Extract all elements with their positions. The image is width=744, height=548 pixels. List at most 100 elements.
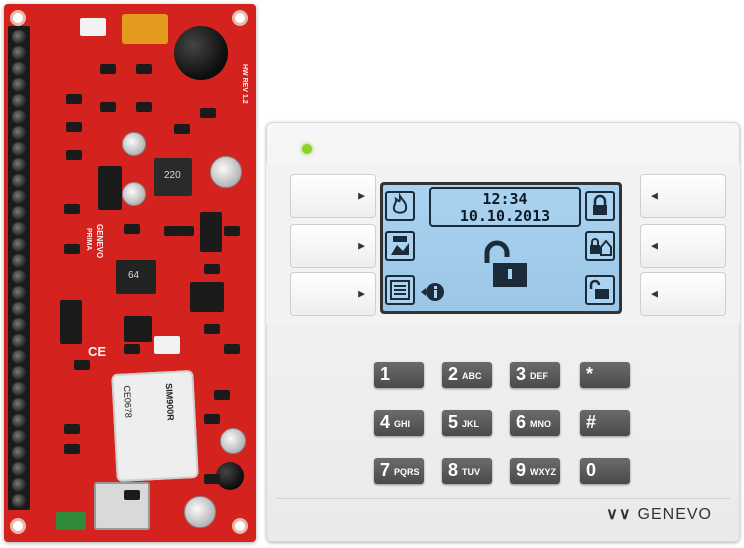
key-1[interactable]: 1 xyxy=(374,362,424,388)
key-digit: 8 xyxy=(448,460,459,480)
smd-component xyxy=(200,108,216,118)
lcd-date: 10.10.2013 xyxy=(459,207,551,225)
ic-chip xyxy=(60,300,82,344)
smd-component xyxy=(74,360,90,370)
inductor-label: 220 xyxy=(164,170,181,181)
left-arrow-icon: ◀ xyxy=(651,240,658,251)
chip-label: 64 xyxy=(128,270,140,281)
header-connector xyxy=(98,166,122,210)
unlock-box-icon xyxy=(585,275,615,305)
left-arrow-icon: ◀ xyxy=(651,190,658,201)
key-star[interactable]: * xyxy=(580,362,630,388)
key-letters: PQRS xyxy=(394,467,420,477)
right-arrow-icon: ▶ xyxy=(358,288,365,299)
terminal-screw xyxy=(12,206,26,220)
terminal-screw xyxy=(12,190,26,204)
smd-component xyxy=(204,414,220,424)
alarm-control-board: 220 64 GENEVO PRIMA HW REV 1.2 CE SIM900… xyxy=(4,4,256,542)
key-digit: 1 xyxy=(380,364,391,384)
terminal-screw xyxy=(12,270,26,284)
smd-component xyxy=(66,150,82,160)
key-hash[interactable]: # xyxy=(580,410,630,436)
key-digit: 4 xyxy=(380,412,391,432)
smd-component xyxy=(214,390,230,400)
key-digit: 0 xyxy=(586,460,597,480)
key-0[interactable]: 0 xyxy=(580,458,630,484)
terminal-screw xyxy=(12,430,26,444)
terminal-screw xyxy=(12,222,26,236)
terminal-screw xyxy=(12,334,26,348)
ce-mark: CE xyxy=(88,344,107,359)
gsm-module-label: SIM900R xyxy=(163,382,176,421)
key-digit: 5 xyxy=(448,412,459,432)
yellow-relay xyxy=(122,14,168,44)
smd-component xyxy=(66,122,82,132)
terminal-screw xyxy=(12,238,26,252)
smd-component xyxy=(178,226,194,236)
large-capacitor xyxy=(174,26,228,80)
smd-component xyxy=(204,474,220,484)
key-letters: TUV xyxy=(462,467,480,477)
smd-component xyxy=(224,344,240,354)
right-soft-key-2[interactable]: ◀ xyxy=(640,224,726,268)
key-digit: # xyxy=(586,412,597,432)
key-digit: 9 xyxy=(516,460,527,480)
left-soft-key-2[interactable]: ▶ xyxy=(290,224,376,268)
alarm-keypad: ▶ ▶ ▶ ◀ ◀ ◀ 12:34 10.10.2013 xyxy=(266,122,740,542)
mounting-hole xyxy=(232,10,248,26)
status-led xyxy=(302,144,312,154)
terminal-screw xyxy=(12,462,26,476)
terminal-screw xyxy=(12,46,26,60)
key-letters: JKL xyxy=(462,419,480,429)
brand-print: GENEVO xyxy=(95,224,104,259)
key-letters: DEF xyxy=(530,371,548,381)
left-soft-key-3[interactable]: ▶ xyxy=(290,272,376,316)
terminal-screw xyxy=(12,254,26,268)
terminal-screw xyxy=(12,286,26,300)
terminal-screw xyxy=(12,478,26,492)
capacitor xyxy=(210,156,242,188)
sim-card-slot xyxy=(94,482,150,530)
capacitor xyxy=(122,182,146,206)
terminal-screw xyxy=(12,350,26,364)
lock-home-icon xyxy=(585,231,615,261)
keypad-brand: ∨∨GENEVO xyxy=(606,504,712,524)
microcontroller: 64 xyxy=(116,260,156,294)
terminal-screw xyxy=(12,382,26,396)
mounting-hole xyxy=(10,10,26,26)
terminal-screw xyxy=(12,158,26,172)
fire-icon xyxy=(385,191,415,221)
unlock-icon xyxy=(479,237,533,291)
capacitor xyxy=(220,428,246,454)
smd-component xyxy=(124,490,140,500)
connector xyxy=(154,336,180,354)
lcd-time: 12:34 xyxy=(482,190,528,208)
key-letters: GHI xyxy=(394,419,411,429)
right-soft-key-3[interactable]: ◀ xyxy=(640,272,726,316)
right-soft-key-1[interactable]: ◀ xyxy=(640,174,726,218)
ic-chip xyxy=(190,282,224,312)
key-letters: MNO xyxy=(530,419,551,429)
terminal-screw xyxy=(12,78,26,92)
terminal-screw xyxy=(12,30,26,44)
ic-chip xyxy=(200,212,222,252)
model-print: PRIMA xyxy=(85,228,92,251)
terminal-screw xyxy=(12,110,26,124)
lcd-display: 12:34 10.10.2013 xyxy=(380,182,622,314)
smd-component xyxy=(124,224,140,234)
terminal-screw xyxy=(12,398,26,412)
mounting-hole xyxy=(10,518,26,534)
smd-component xyxy=(64,204,80,214)
key-letters: ABC xyxy=(462,371,482,381)
genevo-logo-icon: ∨∨ xyxy=(606,506,632,523)
left-soft-key-1[interactable]: ▶ xyxy=(290,174,376,218)
right-arrow-icon: ▶ xyxy=(358,190,365,201)
